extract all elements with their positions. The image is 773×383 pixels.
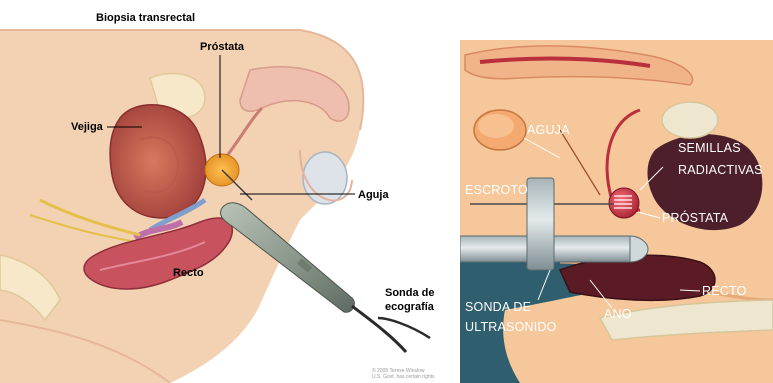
credit-line1: © 2005 Terese Winslow [372, 367, 425, 374]
label-ano: ANO [604, 307, 632, 321]
label-vejiga: Vejiga [71, 121, 104, 133]
label-recto-left: Recto [173, 267, 204, 279]
bladder [110, 105, 206, 218]
left-title: Biopsia transrectal [96, 12, 195, 24]
right-prostate [609, 188, 639, 218]
label-prostata: Próstata [200, 41, 245, 53]
credit-line2: U.S. Govt. has certain rights [372, 374, 435, 380]
label-prostata-right: PRÓSTATA [662, 210, 729, 225]
testis [303, 152, 347, 204]
label-aguja-right: AGUJA [527, 123, 570, 137]
label-aguja-left: Aguja [358, 189, 389, 201]
left-panel: Biopsia transrectal Próstata Vejiga Aguj… [0, 0, 455, 383]
label-semillas-line1: SEMILLAS [678, 141, 741, 155]
label-sonda-ultra-line2: ULTRASONIDO [465, 320, 557, 334]
label-semillas-line2: RADIACTIVAS [678, 163, 763, 177]
label-sonda-ultra-line1: SONDA DE [465, 300, 531, 314]
label-sonda-line2: ecografía [385, 301, 435, 313]
label-escroto: ESCROTO [465, 183, 528, 197]
label-recto-right: RECTO [702, 284, 747, 298]
label-sonda-line1: Sonda de [385, 287, 435, 299]
right-pubic-bone [662, 102, 718, 138]
right-panel: AGUJA SEMILLAS RADIACTIVAS ESCROTO PRÓST… [460, 40, 773, 383]
